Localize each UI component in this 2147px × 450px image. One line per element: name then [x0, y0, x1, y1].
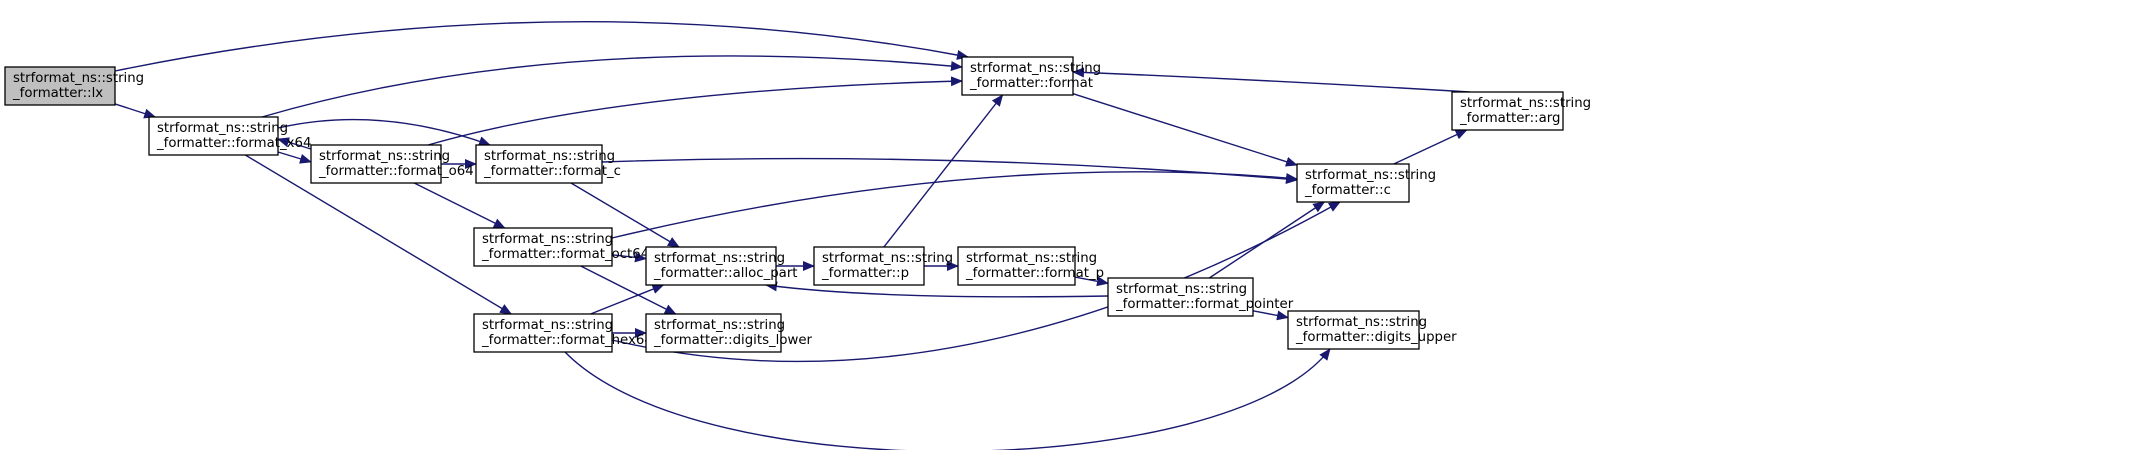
node-label-line-2: _formatter::format_x64: [156, 136, 311, 151]
node-label-line-2: _formatter::format_pointer: [1115, 297, 1294, 312]
node-box: [473, 227, 613, 267]
node-layer: strformat_ns::string_formatter::lxstrfor…: [4, 56, 1591, 353]
node-box: [1451, 91, 1564, 131]
node-arg[interactable]: strformat_ns::string_formatter::arg: [1451, 91, 1591, 131]
node-label-line-1: strformat_ns::string: [157, 121, 288, 136]
node-label-line-1: strformat_ns::string: [654, 251, 785, 266]
node-box: [310, 144, 442, 184]
node-c[interactable]: strformat_ns::string_formatter::c: [1296, 163, 1436, 203]
node-p[interactable]: strformat_ns::string_formatter::p: [813, 246, 953, 286]
edge-lx-to-format: [114, 21, 969, 72]
node-format-oct64[interactable]: strformat_ns::string_formatter::format_o…: [473, 227, 649, 267]
edge-format_oct64-to-c: [611, 171, 1298, 239]
node-label-line-1: strformat_ns::string: [484, 149, 615, 164]
node-label-line-1: strformat_ns::string: [1296, 315, 1427, 330]
node-box: [645, 313, 782, 353]
node-digits-lower[interactable]: strformat_ns::string_formatter::digits_l…: [645, 313, 813, 353]
node-format-pointer[interactable]: strformat_ns::string_formatter::format_p…: [1107, 277, 1294, 317]
node-label-line-1: strformat_ns::string: [654, 318, 785, 333]
node-format-p[interactable]: strformat_ns::string_formatter::format_p: [957, 246, 1104, 286]
node-box: [1296, 163, 1410, 203]
node-format-o64[interactable]: strformat_ns::string_formatter::format_o…: [310, 144, 474, 184]
node-box: [961, 56, 1074, 96]
node-label-line-1: strformat_ns::string: [482, 318, 613, 333]
node-format-hex64[interactable]: strformat_ns::string_formatter::format_h…: [473, 313, 653, 353]
edge-format_hex64-to-digits_upper: [564, 348, 1331, 450]
edge-format_o64-to-format_x64: [277, 137, 312, 150]
node-label-line-1: strformat_ns::string: [970, 61, 1101, 76]
node-box: [1287, 310, 1420, 350]
node-label-line-2: _formatter::format_hex64: [481, 333, 653, 348]
node-box: [475, 144, 603, 184]
node-box: [148, 116, 279, 156]
node-label-line-1: strformat_ns::string: [13, 71, 144, 86]
node-box: [473, 313, 613, 353]
edge-format_hex64-to-c: [611, 201, 1341, 363]
node-format[interactable]: strformat_ns::string_formatter::format: [961, 56, 1101, 96]
edge-arg-to-format: [1072, 67, 1471, 93]
node-label-line-2: _formatter::format_c: [483, 164, 621, 179]
node-lx[interactable]: strformat_ns::string_formatter::lx: [4, 66, 144, 106]
edge-format_pointer-to-digits_upper: [1252, 310, 1289, 321]
node-label-line-2: _formatter::digits_upper: [1295, 330, 1457, 345]
node-label-line-2: _formatter::lx: [12, 86, 103, 101]
node-label-line-2: _formatter::alloc_part: [653, 266, 798, 281]
edge-format_x64-to-format_hex64: [244, 154, 513, 315]
edge-format_o64-to-format_oct64: [413, 182, 506, 229]
edge-format_oct64-to-digits_lower: [580, 265, 677, 315]
edge-format_hex64-to-alloc_part: [590, 284, 665, 315]
node-label-line-1: strformat_ns::string: [319, 149, 450, 164]
edge-c-to-arg: [1393, 129, 1468, 165]
node-box: [1107, 277, 1254, 317]
node-label-line-2: _formatter::arg: [1459, 111, 1560, 126]
edge-format_p-to-format_pointer: [1074, 276, 1109, 287]
node-alloc-part[interactable]: strformat_ns::string_formatter::alloc_pa…: [645, 246, 798, 286]
edge-layer: [114, 21, 1471, 450]
edge-format_oct64-to-alloc_part: [611, 252, 647, 263]
edge-format_c-to-alloc_part: [570, 182, 680, 248]
node-box: [4, 66, 116, 106]
node-label-line-2: _formatter::p: [821, 266, 909, 281]
node-label-line-2: _formatter::format_oct64: [481, 247, 649, 262]
node-label-line-2: _formatter::c: [1304, 183, 1391, 198]
edge-format_pointer-to-c: [1208, 201, 1326, 279]
node-label-line-2: _formatter::format_p: [965, 266, 1104, 281]
edge-format_x64-to-format_o64: [277, 151, 312, 164]
edge-format_x64-to-format: [261, 55, 963, 118]
node-label-line-1: strformat_ns::string: [1460, 96, 1591, 111]
edge-format_c-to-c: [601, 157, 1298, 185]
node-label-line-1: strformat_ns::string: [482, 232, 613, 247]
edge-format_pointer-to-alloc_part: [765, 281, 1109, 298]
node-label-line-2: _formatter::digits_lower: [653, 333, 813, 348]
edge-p-to-format: [883, 94, 1004, 248]
node-label-line-1: strformat_ns::string: [1116, 282, 1247, 297]
node-label-line-1: strformat_ns::string: [1305, 168, 1436, 183]
edge-format_o64-to-format: [427, 76, 963, 146]
node-box: [957, 246, 1076, 286]
node-label-line-2: _formatter::format: [969, 76, 1093, 91]
node-label-line-1: strformat_ns::string: [822, 251, 953, 266]
node-digits-upper[interactable]: strformat_ns::string_formatter::digits_u…: [1287, 310, 1457, 350]
node-box: [645, 246, 777, 286]
node-format-x64[interactable]: strformat_ns::string_formatter::format_x…: [148, 116, 311, 156]
edge-lx-to-format_x64: [114, 103, 157, 119]
node-format-c[interactable]: strformat_ns::string_formatter::format_c: [475, 144, 621, 184]
node-label-line-2: _formatter::format_o64: [318, 164, 474, 179]
node-label-line-1: strformat_ns::string: [966, 251, 1097, 266]
edge-format-to-c: [1072, 93, 1298, 167]
node-box: [813, 246, 925, 286]
